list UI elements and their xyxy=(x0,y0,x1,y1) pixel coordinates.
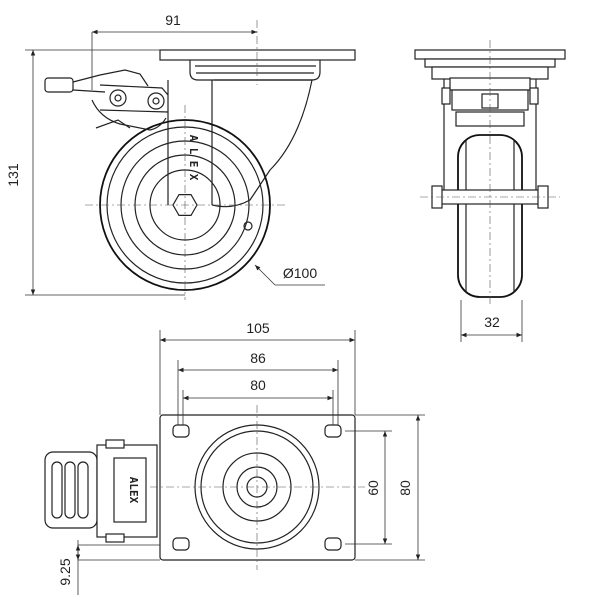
side-view: A L E X 91 131 Ø100 xyxy=(5,12,356,300)
dim-height: 131 xyxy=(5,163,21,187)
top-view: ALEX 105 86 80 60 80 9.25 xyxy=(44,320,425,595)
top-view-plate xyxy=(159,414,356,561)
side-brand-letter: L xyxy=(187,148,200,155)
side-brand-letter: A xyxy=(187,135,200,142)
dim-top-width: 91 xyxy=(165,12,181,28)
side-swivel-bearing xyxy=(189,60,321,81)
top-brand-label: ALEX xyxy=(127,477,140,504)
dim-plate-hole-spacing-y: 60 xyxy=(365,480,381,496)
dim-plate-length: 105 xyxy=(246,320,270,336)
dim-hole-spacing-outer: 86 xyxy=(250,350,266,366)
side-fork xyxy=(167,79,313,208)
side-top-plate xyxy=(159,49,356,61)
brake-lever xyxy=(44,69,169,131)
mounting-slot xyxy=(172,424,190,438)
dim-offset: 9.25 xyxy=(57,558,73,585)
mounting-slot xyxy=(172,537,190,551)
dim-plate-width: 80 xyxy=(397,480,413,496)
mounting-slot xyxy=(324,537,342,551)
dim-hole-spacing-inner: 80 xyxy=(250,377,266,393)
side-wheel-tyre xyxy=(99,119,271,291)
side-brand-letter: E xyxy=(187,161,200,168)
side-brand-letter: X xyxy=(187,174,200,181)
dim-wheel-diameter: Ø100 xyxy=(283,265,317,281)
dim-wheel-width: 32 xyxy=(484,314,500,330)
top-view-brake xyxy=(44,439,158,543)
front-view: 32 xyxy=(414,40,566,342)
